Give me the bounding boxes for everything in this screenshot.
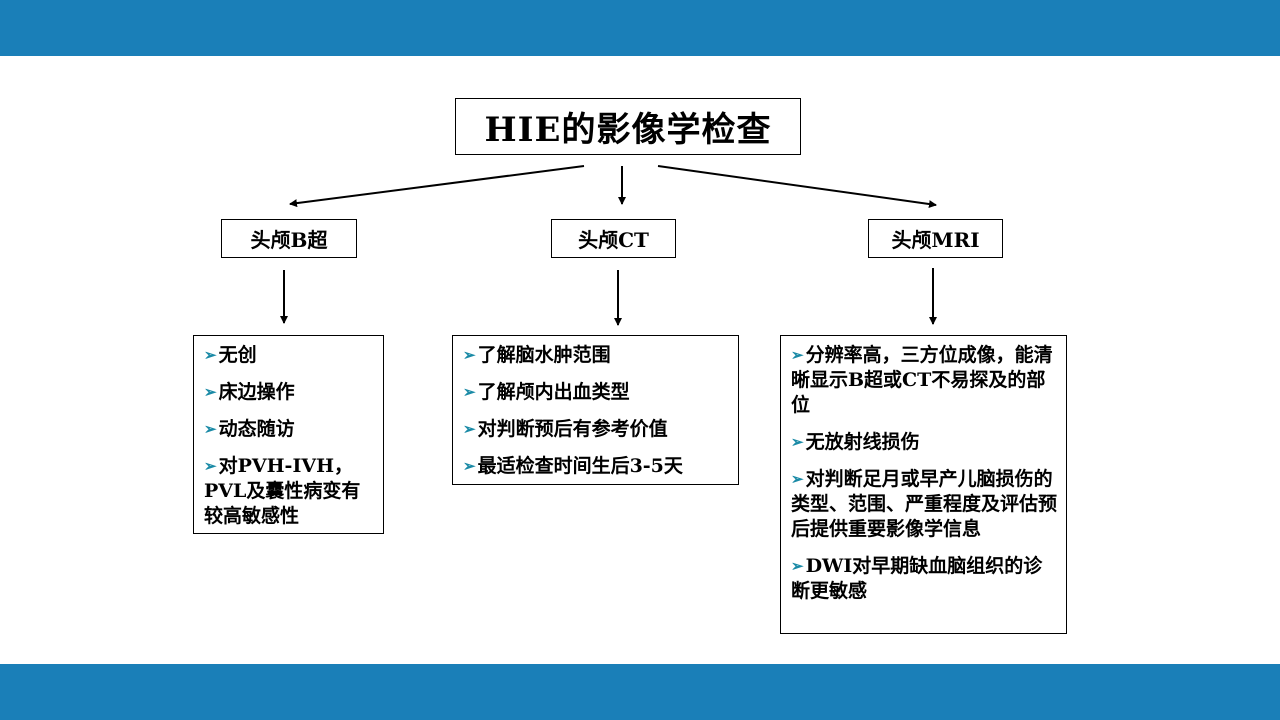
list-item: ➢无创: [204, 343, 375, 368]
footer-band: [0, 664, 1280, 720]
arrowhead-bullet-icon: ➢: [791, 470, 804, 488]
arrowhead-bullet-icon: ➢: [204, 383, 217, 401]
ultrasound-features-list: ➢无创➢床边操作➢动态随访➢对PVH-IVH，PVL及囊性病变有较高敏感性: [193, 335, 384, 534]
list-item: ➢对判断足月或早产儿脑损伤的类型、范围、严重程度及评估预后提供重要影像学信息: [791, 467, 1058, 542]
list-item: ➢DWI对早期缺血脑组织的诊断更敏感: [791, 554, 1058, 604]
arrowhead-bullet-icon: ➢: [204, 346, 217, 364]
list-item: ➢床边操作: [204, 380, 375, 405]
arrowhead-bullet-icon: ➢: [791, 346, 804, 364]
list-item-text: 最适检查时间生后3-5天: [477, 455, 683, 477]
list-item: ➢对PVH-IVH，PVL及囊性病变有较高敏感性: [204, 454, 375, 529]
diagram-title: HIE的影像学检查: [455, 98, 801, 155]
ct-features-list: ➢了解脑水肿范围➢了解颅内出血类型➢对判断预后有参考价值➢最适检查时间生后3-5…: [452, 335, 739, 485]
arrowhead-bullet-icon: ➢: [791, 557, 804, 575]
list-item: ➢了解颅内出血类型: [463, 380, 730, 405]
list-item-text: 对判断预后有参考价值: [477, 418, 668, 440]
list-item-text: 对PVH-IVH，PVL及囊性病变有较高敏感性: [204, 455, 361, 527]
list-item: ➢最适检查时间生后3-5天: [463, 454, 730, 479]
list-item-text: 了解颅内出血类型: [477, 381, 630, 403]
list-item-text: 无创: [218, 344, 257, 366]
category-ultrasound: 头颅B超: [221, 219, 357, 258]
arrowhead-bullet-icon: ➢: [463, 457, 476, 475]
list-item: ➢了解脑水肿范围: [463, 343, 730, 368]
category-mri: 头颅MRI: [868, 219, 1003, 258]
arrowhead-bullet-icon: ➢: [204, 420, 217, 438]
arrowhead-bullet-icon: ➢: [463, 383, 476, 401]
list-item-text: 动态随访: [218, 418, 295, 440]
arrow-to-b: [289, 165, 585, 208]
list-item: ➢动态随访: [204, 417, 375, 442]
list-item: ➢对判断预后有参考价值: [463, 417, 730, 442]
header-band: [0, 0, 1280, 56]
list-item-text: 分辨率高，三方位成像，能清晰显示B超或CT不易探及的部位: [791, 344, 1053, 416]
arrowhead-bullet-icon: ➢: [204, 457, 217, 475]
mri-features-list: ➢分辨率高，三方位成像，能清晰显示B超或CT不易探及的部位➢无放射线损伤➢对判断…: [780, 335, 1067, 634]
arrowhead-bullet-icon: ➢: [791, 433, 804, 451]
list-item-text: DWI对早期缺血脑组织的诊断更敏感: [791, 555, 1043, 602]
list-item-text: 对判断足月或早产儿脑损伤的类型、范围、严重程度及评估预后提供重要影像学信息: [791, 468, 1058, 540]
arrowhead-bullet-icon: ➢: [463, 420, 476, 438]
list-item: ➢分辨率高，三方位成像，能清晰显示B超或CT不易探及的部位: [791, 343, 1058, 418]
list-item: ➢无放射线损伤: [791, 430, 1058, 455]
list-item-text: 无放射线损伤: [805, 431, 920, 453]
list-item-text: 了解脑水肿范围: [477, 344, 611, 366]
arrowhead-bullet-icon: ➢: [463, 346, 476, 364]
category-ct: 头颅CT: [551, 219, 676, 258]
arrow-to-mri: [657, 165, 937, 208]
list-item-text: 床边操作: [218, 381, 295, 403]
